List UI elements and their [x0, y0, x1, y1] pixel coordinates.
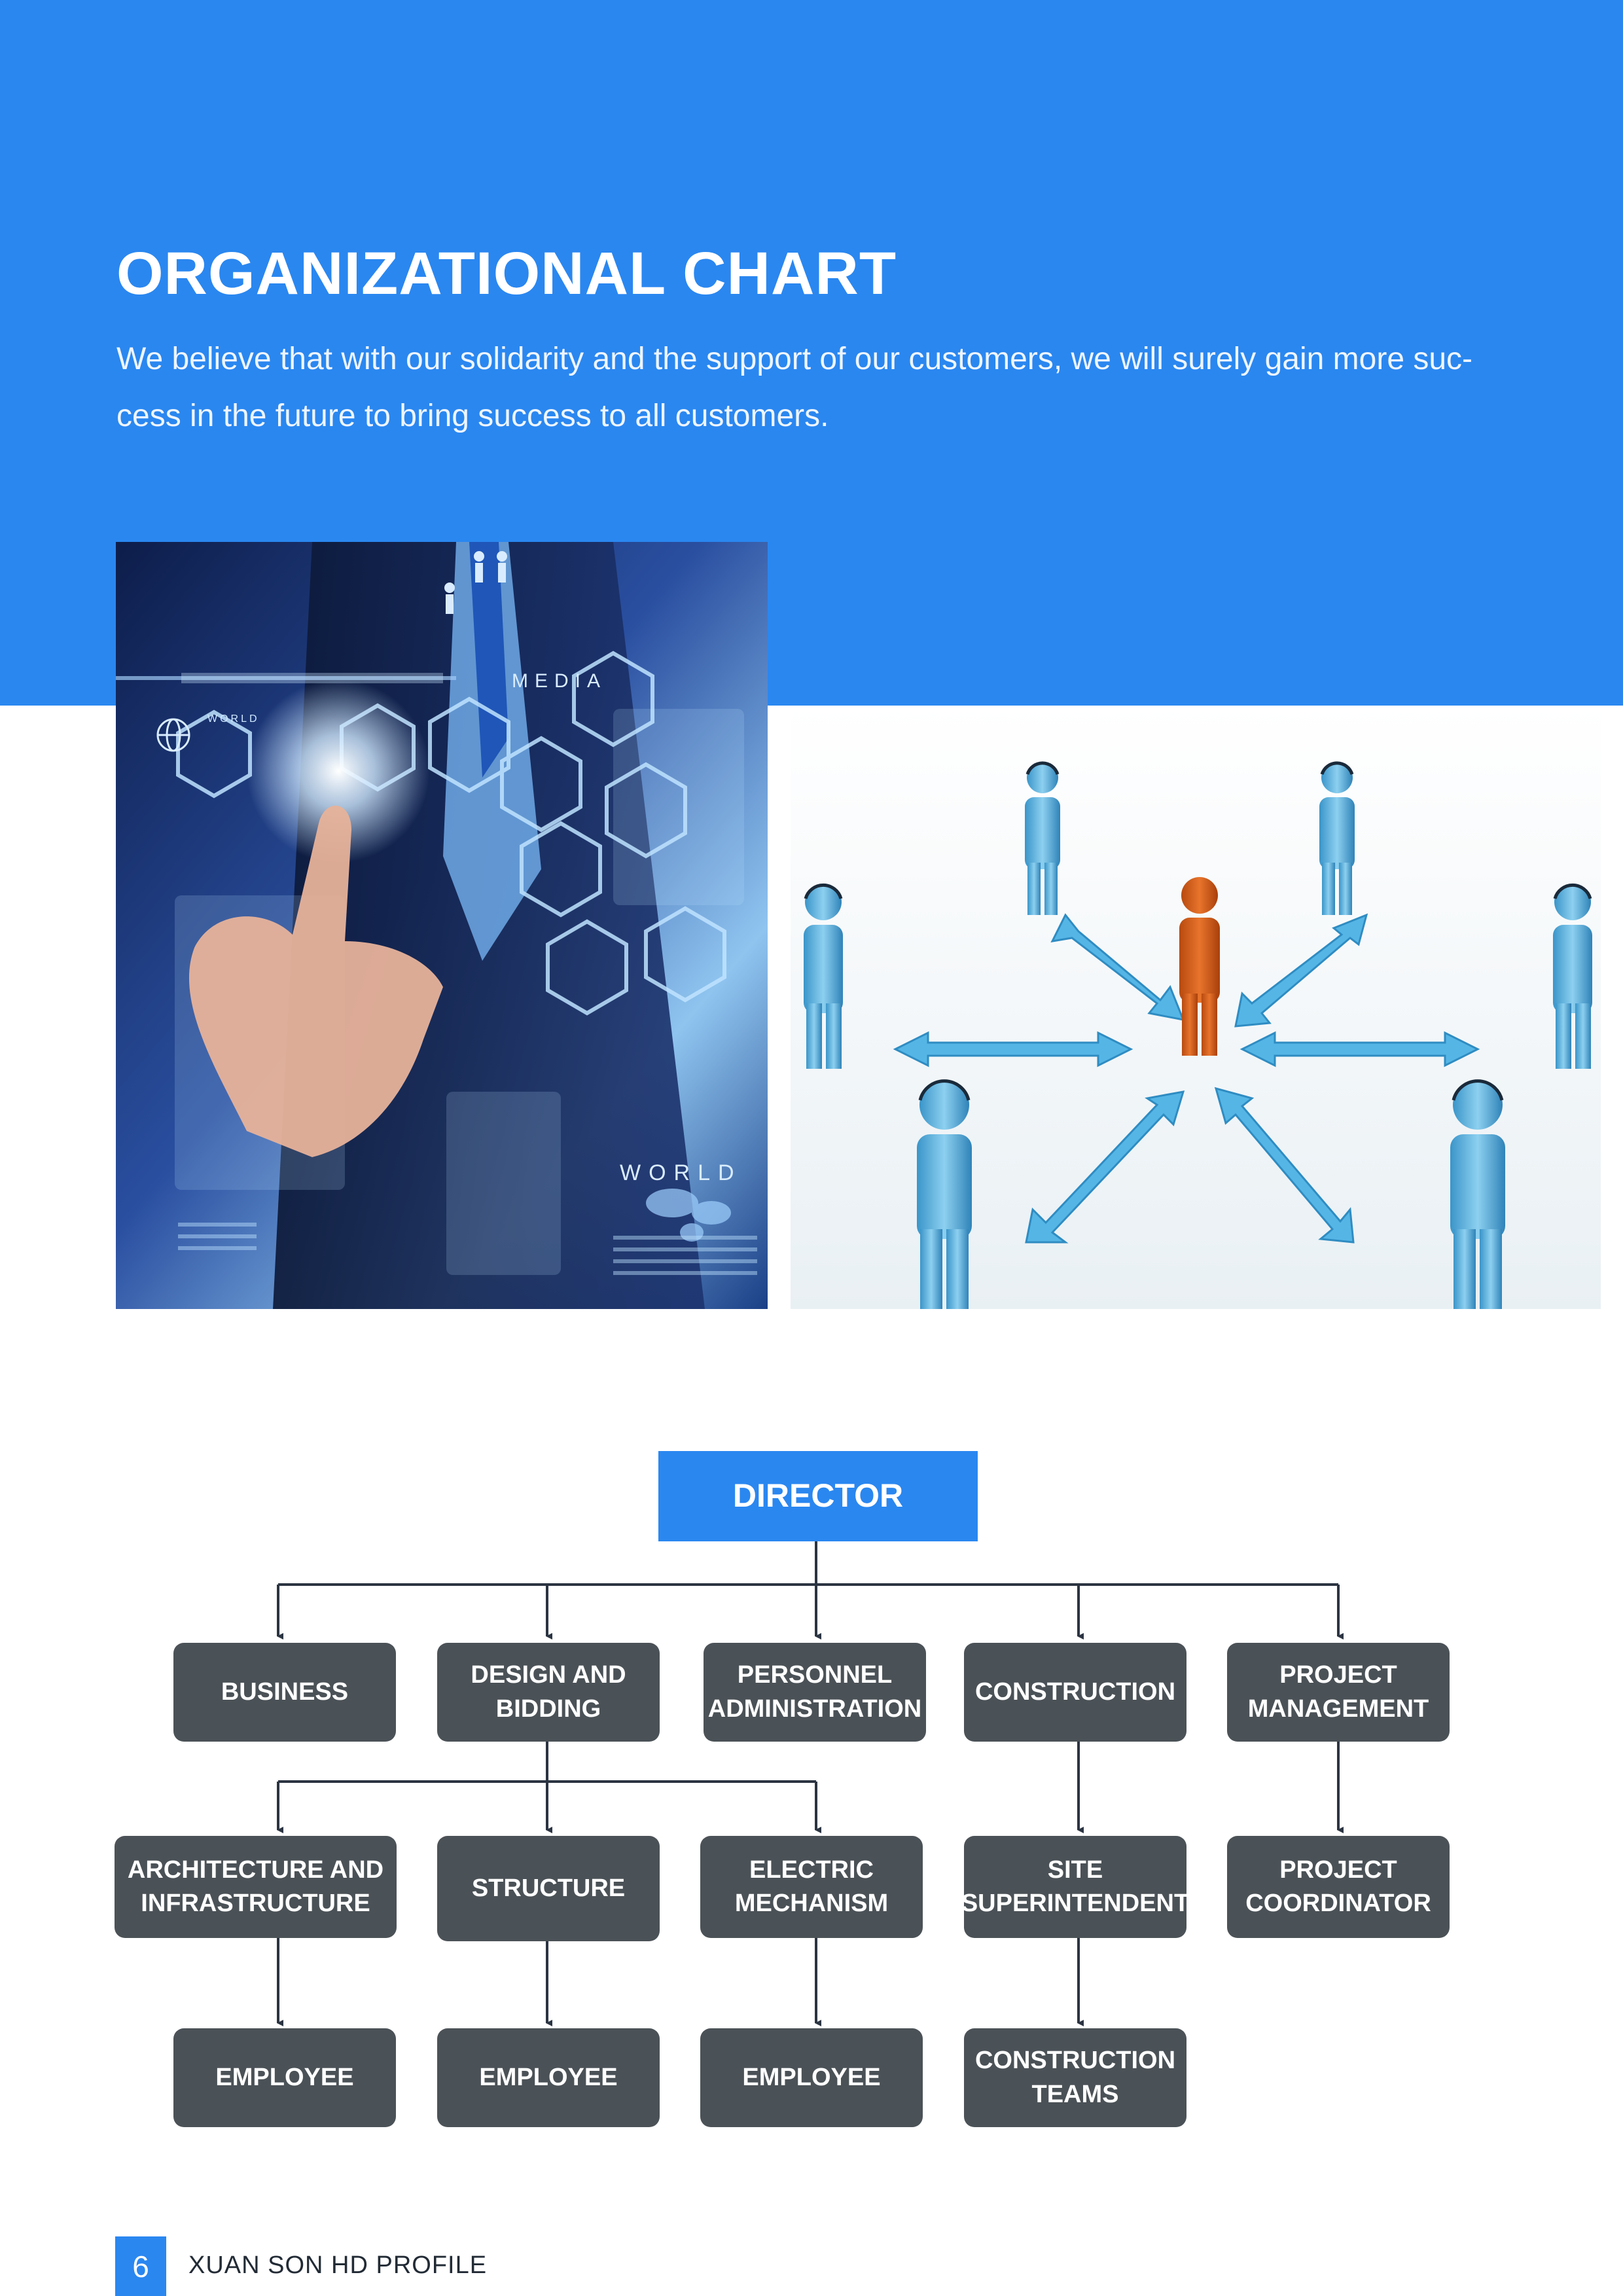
- photo-label-world-small: WORLD: [207, 713, 260, 725]
- org-box-label: STRUCTURE: [471, 1874, 626, 1902]
- org-box-label: PROJECT COORDINATOR: [1245, 1856, 1431, 1917]
- org-box-employee-structure: EMPLOYEE: [437, 2028, 660, 2127]
- page-title: ORGANIZATIONAL CHART: [116, 240, 897, 307]
- photo-label-world: WORLD: [620, 1160, 742, 1185]
- org-box-label: DIRECTOR: [732, 1477, 904, 1515]
- org-box-personnel-administration: PERSONNEL ADMINISTRATION: [704, 1643, 926, 1742]
- globe-icon: [156, 718, 190, 752]
- org-box-label: EMPLOYEE: [479, 2063, 618, 2091]
- org-box-director: DIRECTOR: [658, 1451, 978, 1541]
- photo-label-media: MEDIA: [512, 670, 607, 692]
- people-icons: [444, 551, 507, 614]
- org-box-label: CONSTRUCTION TEAMS: [974, 2047, 1176, 2108]
- org-box-employee-architecture: EMPLOYEE: [173, 2028, 396, 2127]
- org-box-label: SITE SUPERINTENDENT: [961, 1856, 1190, 1917]
- footer-title: XUAN SON HD PROFILE: [188, 2251, 488, 2279]
- org-box-electric-mechanism: ELECTRIC MECHANISM: [700, 1836, 923, 1938]
- org-box-label: ELECTRIC MECHANISM: [734, 1856, 889, 1917]
- org-box-architecture-and-infrastructure: ARCHITECTURE AND INFRASTRUCTURE: [115, 1836, 397, 1938]
- org-box-construction: CONSTRUCTION: [964, 1643, 1186, 1742]
- org-box-site-superintendent: SITE SUPERINTENDENT: [961, 1836, 1190, 1938]
- org-box-project-management: PROJECT MANAGEMENT: [1227, 1643, 1450, 1742]
- photo-network-people: [791, 706, 1601, 1309]
- figure-group: [804, 761, 1592, 1309]
- intro-paragraph: We believe that with our solidarity and …: [116, 342, 1473, 433]
- org-box-employee-electric: EMPLOYEE: [700, 2028, 923, 2127]
- org-box-construction-teams: CONSTRUCTION TEAMS: [964, 2028, 1186, 2127]
- org-box-project-coordinator: PROJECT COORDINATOR: [1227, 1836, 1450, 1938]
- org-box-label: BUSINESS: [221, 1677, 349, 1706]
- org-box-label: CONSTRUCTION: [974, 1677, 1176, 1706]
- world-map-icon: [646, 1189, 731, 1242]
- org-box-label: PERSONNEL ADMINISTRATION: [707, 1661, 922, 1723]
- org-box-label: EMPLOYEE: [742, 2063, 881, 2091]
- org-box-label: DESIGN AND BIDDING: [471, 1661, 626, 1723]
- org-box-label: ARCHITECTURE AND INFRASTRUCTURE: [127, 1856, 384, 1917]
- org-box-structure: STRUCTURE: [437, 1836, 660, 1941]
- org-box-business: BUSINESS: [173, 1643, 396, 1742]
- photo-digital-interface: MEDIA WORLD WORLD: [116, 542, 768, 1309]
- org-box-label: EMPLOYEE: [215, 2063, 354, 2091]
- page-number: 6: [115, 2236, 166, 2296]
- leader-figure: [1179, 877, 1220, 1056]
- org-box-design-and-bidding: DESIGN AND BIDDING: [437, 1643, 660, 1742]
- org-box-label: PROJECT MANAGEMENT: [1247, 1661, 1429, 1723]
